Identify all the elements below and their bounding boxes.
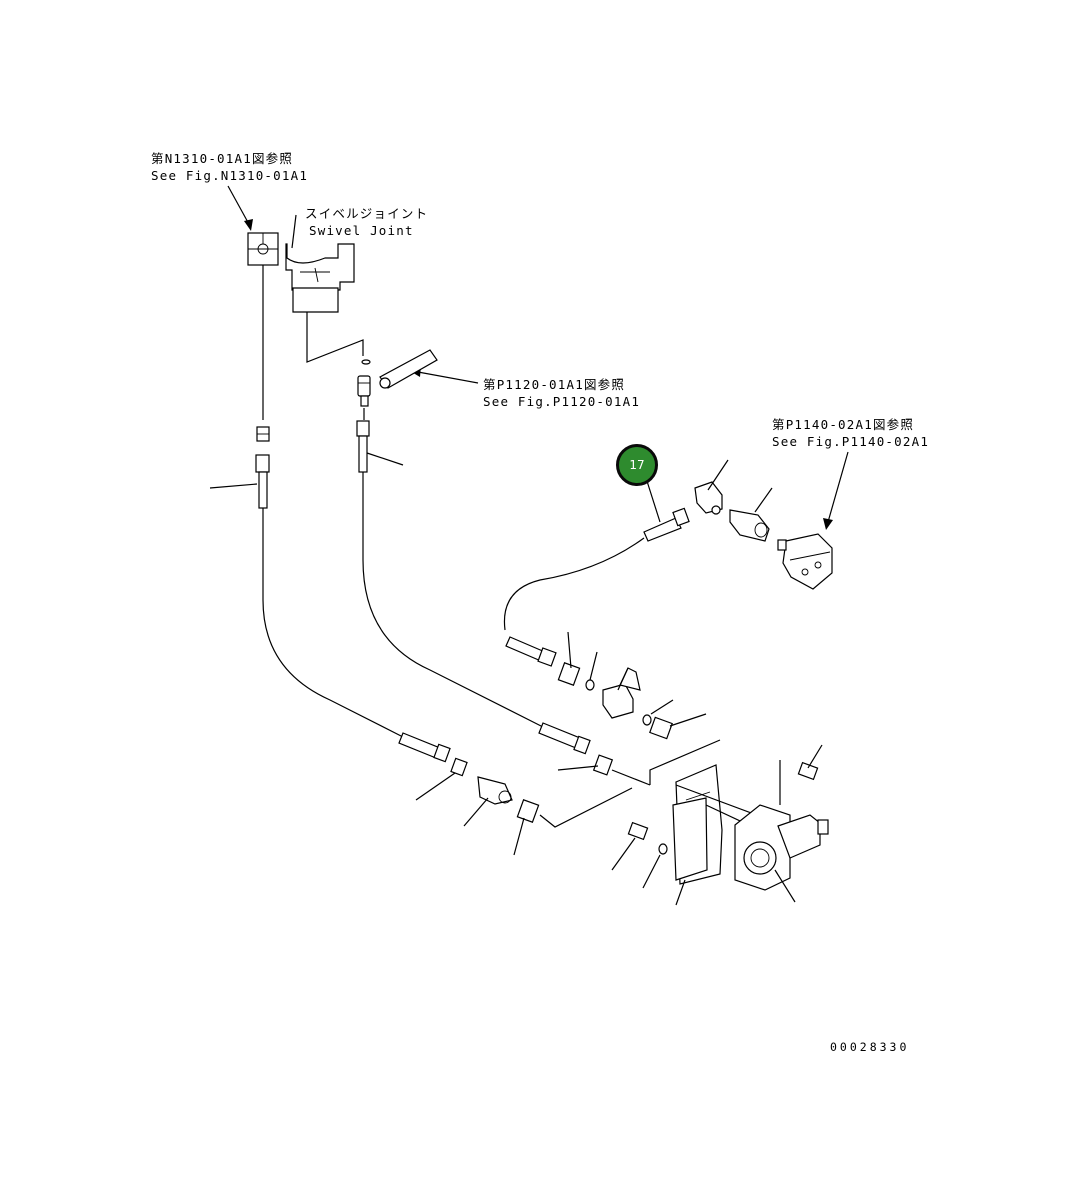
tee-block <box>602 667 673 740</box>
hose-item-17 <box>503 507 690 691</box>
swivel-fittings <box>357 349 438 420</box>
ref-p1120-jp: 第P1120-01A1図参照 <box>483 377 626 392</box>
ref-n1310-en: See Fig.N1310-01A1 <box>151 168 309 183</box>
swivel-joint-en: Swivel Joint <box>309 223 414 238</box>
swivel-joint <box>285 243 355 313</box>
bracket-block <box>247 232 279 266</box>
ref-n1310-jp: 第N1310-01A1図参照 <box>151 151 294 166</box>
drawing-number: 00028330 <box>830 1040 910 1054</box>
part-callout-badge[interactable]: 17 <box>616 444 658 486</box>
swivel-joint-jp: スイベルジョイント <box>305 206 429 221</box>
ref-p1140-en: See Fig.P1140-02A1 <box>772 434 930 449</box>
part-leaders <box>209 452 823 906</box>
mounting-plate <box>627 739 819 885</box>
elbow-fittings <box>477 776 633 828</box>
ref-p1120-en: See Fig.P1120-01A1 <box>483 394 641 409</box>
valve-fittings <box>694 481 833 590</box>
feed-lines <box>262 265 364 420</box>
middle-hose <box>356 420 651 786</box>
solenoid-valve <box>734 760 829 891</box>
ref-p1140-jp: 第P1140-02A1図参照 <box>772 417 915 432</box>
left-hose <box>255 426 468 777</box>
